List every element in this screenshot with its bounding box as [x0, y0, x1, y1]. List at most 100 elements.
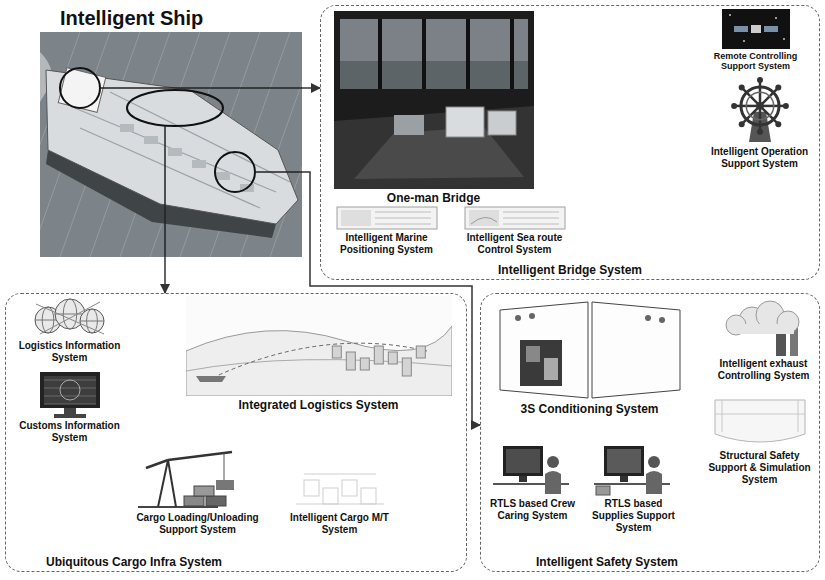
icon-part: [529, 313, 535, 319]
icon-part: [775, 84, 781, 90]
icon-part: [544, 358, 558, 380]
icon-part: [756, 102, 764, 110]
icon-part: [764, 26, 778, 32]
system-icon: [712, 300, 816, 356]
item-label: RTLS based Supplies Support System: [584, 498, 684, 534]
icon-part: [722, 9, 790, 49]
icon-part: [206, 343, 427, 381]
icon-part: [510, 19, 514, 89]
icon-part: [416, 346, 425, 358]
icon-part: [751, 25, 761, 33]
icon-part: [503, 217, 559, 218]
icon-part: [646, 471, 662, 494]
icon-part: [645, 315, 651, 321]
system-icon: [704, 396, 816, 448]
icon-part: [746, 92, 773, 119]
icon-part: [44, 376, 96, 404]
system-item: Intelligent Operation Support System: [705, 76, 815, 170]
icon-part: [36, 302, 104, 334]
icon-part: [729, 14, 731, 16]
icon-part: [715, 400, 805, 432]
icon-part: [740, 86, 778, 124]
system-item: Customs Information System: [10, 372, 130, 444]
item-label: 3S Conditioning System: [492, 402, 688, 416]
highlight-circle: [60, 68, 100, 108]
deck-hatch: [120, 124, 134, 132]
icon-part: [715, 400, 805, 442]
item-label: Intelligent Marine Positioning System: [326, 232, 448, 256]
icon-part: [184, 496, 204, 506]
item-label: Remote Controlling Support System: [698, 51, 814, 73]
ship-illustration: [40, 32, 302, 257]
item-label: Structural Safety Support & Simulation S…: [704, 450, 816, 486]
icon-part: [223, 453, 224, 480]
item-label: One-man Bridge: [334, 191, 534, 205]
icon-part: [64, 408, 76, 414]
icon-part: [757, 128, 763, 134]
item-label: Intelligent Cargo M/T System: [284, 512, 396, 536]
connector-arrow: [302, 87, 320, 89]
icon-part: [757, 77, 763, 83]
system-item: One-man Bridge: [334, 11, 534, 205]
icon-part: [500, 302, 588, 398]
icon-part: [304, 480, 319, 496]
icon-part: [375, 211, 431, 212]
icon-part: [60, 380, 80, 400]
highlight-ellipse: [127, 90, 223, 126]
icon-part: [488, 111, 516, 135]
icon-part: [775, 121, 781, 127]
system-item: Structural Safety Support & Simulation S…: [704, 396, 816, 486]
icon-part: [465, 207, 565, 229]
system-icon: [186, 296, 452, 396]
icon-part: [607, 449, 641, 473]
icon-part: [337, 207, 437, 229]
system-icon: [326, 206, 448, 230]
icon-part: [361, 488, 376, 504]
icon-part: [186, 359, 452, 370]
icon-part: [186, 296, 452, 396]
deck-hatch: [168, 148, 182, 156]
system-icon: [10, 372, 130, 418]
icon-part: [340, 19, 528, 89]
icon-part: [158, 460, 176, 507]
icon-part: [604, 446, 644, 476]
system-item: Intelligent Sea route Control System: [450, 206, 580, 256]
icon-part: [526, 346, 540, 362]
icon-part: [515, 315, 521, 321]
icon-part: [402, 358, 411, 376]
figure-title: Intelligent Ship: [40, 4, 302, 32]
icon-part: [44, 403, 96, 404]
item-label: Integrated Logistics System: [186, 398, 452, 412]
icon-part: [782, 102, 788, 108]
icon-part: [659, 317, 665, 323]
system-icon: [705, 76, 815, 144]
system-item: Integrated Logistics System: [186, 296, 452, 412]
deck-pipes: [70, 92, 290, 208]
icon-part: [360, 358, 369, 370]
item-label: Cargo Loading/Unloading Support System: [118, 512, 278, 536]
group-label: Intelligent Bridge System: [321, 263, 819, 277]
icon-part: [648, 456, 660, 468]
icon-part: [738, 84, 744, 90]
leader-line: [100, 87, 302, 89]
icon-part: [503, 223, 559, 224]
icon-part: [54, 414, 86, 418]
connector-arrow: [164, 257, 166, 293]
system-icon: [450, 206, 580, 230]
system-item: Intelligent exhaust Controlling System: [712, 300, 816, 382]
item-label: Customs Information System: [10, 420, 130, 444]
icon-part: [506, 449, 540, 473]
icon-part: [216, 480, 234, 490]
deck-hatch: [216, 172, 230, 180]
icon-part: [620, 476, 628, 482]
group-label: Intelligent Safety System: [481, 555, 819, 569]
icon-part: [323, 488, 338, 504]
system-icon: [334, 11, 534, 189]
system-icon: [284, 468, 396, 510]
system-icon: [698, 9, 814, 49]
item-label: Intelligent Operation Support System: [705, 146, 815, 170]
icon-part: [80, 320, 104, 321]
icon-part: [466, 19, 470, 89]
icon-part: [731, 102, 737, 108]
system-item: Remote Controlling Support System: [698, 9, 814, 73]
